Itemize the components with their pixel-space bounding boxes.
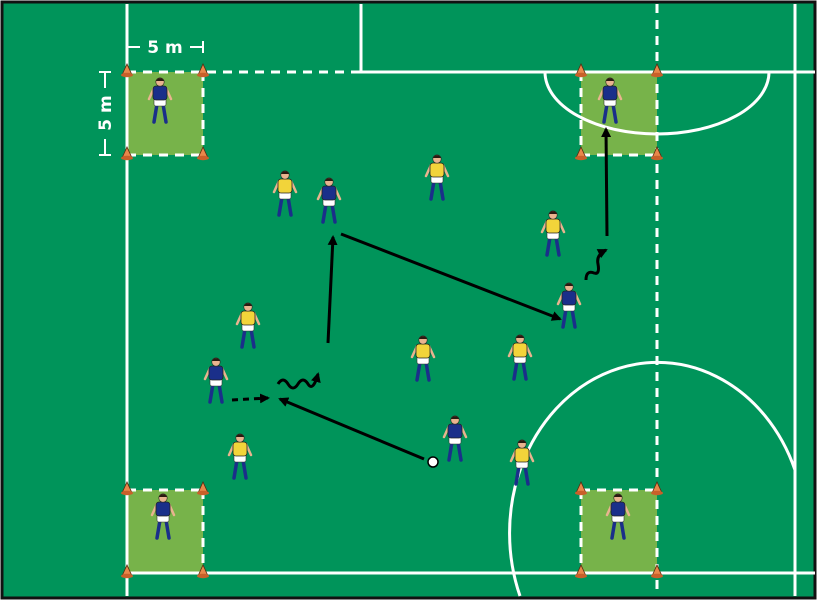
dribble-arrow [276,372,321,390]
player-yellow [227,433,253,480]
player-yellow [509,439,535,486]
player-blue [203,357,229,404]
dribble-arrow [584,248,608,281]
cone-marker [121,146,133,161]
height-measurement [99,71,111,156]
pass-arrow [340,232,562,321]
pass-arrow [278,397,425,461]
width-measurement [126,41,204,53]
cone-marker [651,146,663,161]
players [147,77,631,540]
dribble-arrows [276,248,608,390]
player-yellow [235,302,261,349]
player-yellow [424,154,450,201]
pass-arrow [601,127,612,237]
player-blue [597,77,623,124]
cone-marker [197,564,209,579]
cone-marker [575,146,587,161]
ball [427,456,439,468]
cone-marker [651,481,663,496]
player-yellow [410,335,436,382]
cone-marker [575,564,587,579]
pass-arrows [278,127,612,461]
pass-arrow [326,235,338,344]
cone-marker [651,63,663,78]
height-label: 5 m [96,95,116,130]
player-blue [147,77,173,124]
player-blue [442,415,468,462]
cones [121,63,663,579]
cone-marker [651,564,663,579]
cone-marker [121,63,133,78]
player-yellow [540,210,566,257]
cone-marker [121,481,133,496]
cone-marker [575,63,587,78]
player-blue [605,493,631,540]
cone-marker [575,481,587,496]
cone-marker [197,481,209,496]
width-label: 5 m [147,38,182,58]
player-blue [316,177,342,224]
cone-marker [197,63,209,78]
player-yellow [507,334,533,381]
zone-dashed-lines [127,4,659,596]
cone-marker [197,146,209,161]
zone-top-right [581,72,657,155]
cone-marker [121,564,133,579]
player-blue [150,493,176,540]
player-yellow [272,170,298,217]
player-blue [556,282,582,329]
